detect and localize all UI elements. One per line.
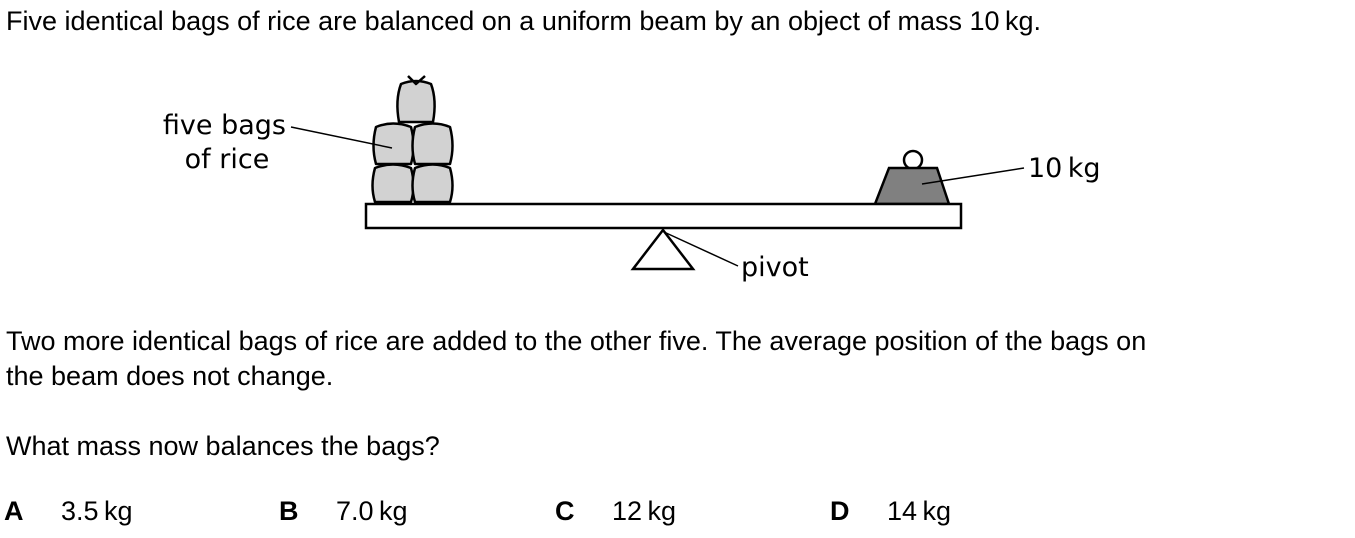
option-d-letter: D	[830, 496, 850, 526]
bags-leader-line	[290, 126, 393, 149]
pivot-leader-line	[663, 231, 739, 267]
rice-bag-middle-left	[372, 122, 415, 166]
option-a[interactable]: A 3.5 kg	[4, 494, 132, 529]
option-c-letter: C	[555, 496, 575, 526]
bags-label-line1: five bags	[163, 110, 286, 141]
mass-body	[873, 166, 951, 206]
beam	[364, 202, 963, 230]
option-d[interactable]: D 14 kg	[830, 494, 951, 529]
rice-bag-bottom-left	[371, 163, 415, 204]
question-line-2: the beam does not change.	[6, 361, 334, 391]
option-c[interactable]: C 12 kg	[555, 494, 676, 529]
rice-bag-tie	[407, 75, 426, 86]
question-prompt: What mass now balances the bags?	[6, 431, 440, 461]
option-a-text: 3.5 kg	[61, 496, 133, 526]
balance-diagram: five bags of rice 10 kg pivot	[163, 75, 1101, 283]
option-a-letter: A	[4, 496, 24, 526]
mass-leader-line	[921, 167, 1025, 185]
rice-bag-middle-right	[411, 122, 454, 166]
question-text: Two more identical bags of rice are adde…	[6, 324, 1146, 394]
bags-label-line2: of rice	[185, 144, 270, 175]
mass-10kg	[873, 149, 951, 206]
question-line-1: Two more identical bags of rice are adde…	[6, 326, 1147, 356]
mass-label: 10 kg	[1028, 153, 1101, 184]
rice-bag-top	[396, 79, 436, 124]
pivot-triangle	[630, 227, 696, 271]
option-b-letter: B	[279, 496, 299, 526]
option-b[interactable]: B 7.0 kg	[279, 494, 407, 529]
pivot-label: pivot	[741, 252, 809, 283]
intro-text: Five identical bags of rice are balanced…	[6, 6, 1041, 36]
option-d-text: 14 kg	[887, 496, 951, 526]
rice-bag-bottom-right	[411, 163, 454, 204]
rice-bags	[371, 75, 454, 204]
mass-handle	[902, 149, 924, 171]
option-b-text: 7.0 kg	[336, 496, 408, 526]
answer-options: A 3.5 kg B 7.0 kg C 12 kg D 14 kg	[0, 494, 1355, 534]
option-c-text: 12 kg	[612, 496, 676, 526]
